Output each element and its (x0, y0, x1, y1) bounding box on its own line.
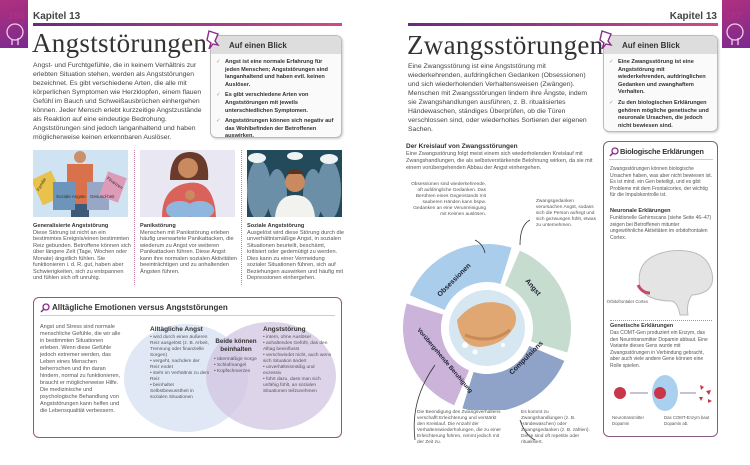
emotions-title: Alltägliche Emotionen versus Angststörun… (52, 303, 228, 312)
venn-right-title: Angststörung (263, 326, 306, 333)
genetic-title: Genetische Erklärungen (610, 323, 674, 329)
venn-left-item: • vergeht, nachdem der Reiz endet (150, 359, 200, 370)
enzyme-label: Das COMT-Enzym baut Dopamin ab. (664, 415, 710, 426)
venn-right-item: • anhaltendes Gefühl, das den Alltag bee… (263, 341, 328, 352)
dopamine-illustration (614, 375, 712, 411)
cycle-segment-4 (403, 303, 470, 406)
venn-middle-item: • Schlafmangel (214, 363, 247, 368)
brain-illustration (636, 249, 714, 316)
caption-text: Menschen mit Panikstörung erleben häufig… (140, 229, 238, 275)
page-title: Angststörungen (32, 28, 208, 58)
glance-box: Auf einen Blick Eine Zwangsstörung ist e… (603, 35, 718, 132)
pin-icon (599, 30, 613, 49)
emotions-box: Alltägliche Emotionen versus Angststörun… (33, 297, 342, 438)
emotions-title-row: Alltägliche Emotionen versus Angststörun… (40, 303, 335, 316)
bag-label: Familie (36, 176, 48, 191)
chapter-label: Kapitel 13 (33, 11, 81, 22)
note-angst: Zwangsgedanken verursachen Angst, sodass… (536, 199, 596, 228)
note-obsessions: Obsessionen sind wiederkehrende, oft auf… (411, 182, 486, 217)
dopamine-label: Neurotransmitter Dopamin (612, 415, 644, 426)
magnifier-icon (609, 147, 619, 157)
chapter-tab-left (0, 0, 28, 48)
caption-title: Soziale Angststörung (247, 223, 305, 229)
dopamine-molecule (614, 387, 626, 399)
ocd-cycle-diagram: Obsessionen Angst Compulsions Vorübergeh… (403, 244, 571, 410)
head-puzzle-icon (6, 23, 24, 45)
biology-title-row: Biologische Erklärungen (609, 147, 713, 160)
bag-label: Soziale Angste (56, 194, 86, 199)
glance-title: Auf einen Blick (604, 36, 717, 54)
cycle-title: Der Kreislauf von Zwangsstörungen (406, 143, 518, 150)
head-puzzle-icon (726, 23, 744, 45)
annotation-arrows (413, 219, 536, 441)
intro-text: Eine Zwangsstörung ist eine Angststörung… (408, 63, 588, 133)
venn-left-title: Alltägliche Angst (150, 326, 203, 333)
genetic-text: Das COMT-Gen produziert ein Enzym, das d… (610, 330, 708, 369)
social-anxiety-illustration (247, 150, 342, 217)
venn-diagram (124, 322, 336, 432)
cycle-segment-3 (462, 345, 565, 410)
glance-item: Angst ist eine normale Erfahrung für jed… (216, 59, 335, 89)
biology-text: Zwangsstörungen können biologische Ursac… (610, 166, 713, 198)
pin-icon (206, 30, 220, 49)
glance-item: Zu den biologischen Erklärungen gehören … (609, 100, 711, 130)
emotions-text: Angst und Stress sind normale menschlich… (40, 324, 121, 414)
venn-right-item: • unverhältnismäßig und exzessiv (263, 365, 315, 376)
caption-text: Ausgelöst wird diese Störung durch die u… (247, 229, 345, 282)
dopamine-fragments (699, 385, 712, 403)
panic-disorder-illustration (140, 150, 235, 217)
page-title: Zwangsstörungen (407, 30, 604, 60)
caption-title: Panikstörung (140, 223, 176, 229)
note-compulsions: Es kommt zu Zwangshandlungen (z. B. Händ… (521, 410, 590, 445)
cycle-segment-1 (409, 244, 512, 311)
venn-right: Angststörung • intern, ohne Auslöser • a… (263, 326, 333, 395)
column-divider (134, 150, 135, 285)
bag-label: Gesund-heit (90, 194, 115, 199)
venn-left-item: • wird durch einen äußeren Reiz ausgelös… (150, 335, 209, 358)
glance-item: Eine Zwangsstörung ist eine Angststörung… (609, 59, 711, 97)
header-rule (33, 23, 342, 26)
biology-title: Biologische Erklärungen (620, 147, 704, 156)
glance-box: Auf einen Blick Angst ist eine normale E… (210, 35, 342, 141)
page-number: 186 (8, 11, 25, 22)
chapter-tab-right (722, 0, 750, 48)
venn-right-item: • verschwindet nicht, auch wenn sich Sit… (263, 353, 332, 364)
glance-title: Auf einen Blick (211, 36, 341, 54)
glance-item: Es gibt verschiedene Arten von Angststör… (216, 92, 335, 115)
venn-left: Alltägliche Angst • wird durch einen äuß… (150, 326, 210, 401)
venn-middle-item: • übermäßige Sorge (214, 357, 257, 362)
venn-right-item: • intern, ohne Auslöser (263, 335, 312, 340)
venn-right-item: • führt dazu, dass man sich unfähig fühl… (263, 377, 321, 394)
header-rule (408, 23, 718, 26)
glance-item: Angststörungen können sich negativ auf d… (216, 118, 335, 141)
column-divider (241, 150, 242, 285)
caption-title: Generalisierte Angststörung (33, 223, 109, 229)
cycle-segment-2 (504, 250, 571, 353)
divider (610, 320, 712, 321)
venn-left-item: • beinhaltet Selbstbewusstheit in sozial… (150, 383, 194, 400)
magnifier-icon (40, 303, 50, 313)
cycle-text: Eine Zwangsstörung folgt meist einem sic… (406, 151, 593, 171)
note-relief: Die Beendigung des Zwangsverhaltens vers… (417, 410, 502, 445)
venn-left-item: • steht im Verhältnis zu dem Reiz (150, 371, 210, 382)
generalized-anxiety-illustration: Familie Soziale Angste Gesund-heit Finan… (33, 150, 128, 217)
biology-box: Biologische Erklärungen Zwangsstörungen … (603, 141, 718, 437)
neuro-text: Funktionelle Gehirnscans (siehe Seite 46… (610, 215, 712, 241)
venn-middle: Beide können beinhalten • übermäßige Sor… (214, 338, 258, 375)
neuro-title: Neuronale Erklärungen (610, 208, 671, 214)
venn-middle-title: Beide können beinhalten (215, 338, 257, 353)
page-number: 187 (725, 11, 742, 22)
chapter-label: Kapitel 13 (669, 11, 717, 22)
venn-middle-item: • Kopfschmerzen (214, 369, 251, 374)
caption-text: Diese Störung ist nicht an ein bestimmte… (33, 229, 131, 282)
intro-text: Angst- und Furchtgefühle, die in keinem … (33, 62, 202, 141)
brain-label: Orbitofrontaler Cortex (606, 299, 648, 304)
